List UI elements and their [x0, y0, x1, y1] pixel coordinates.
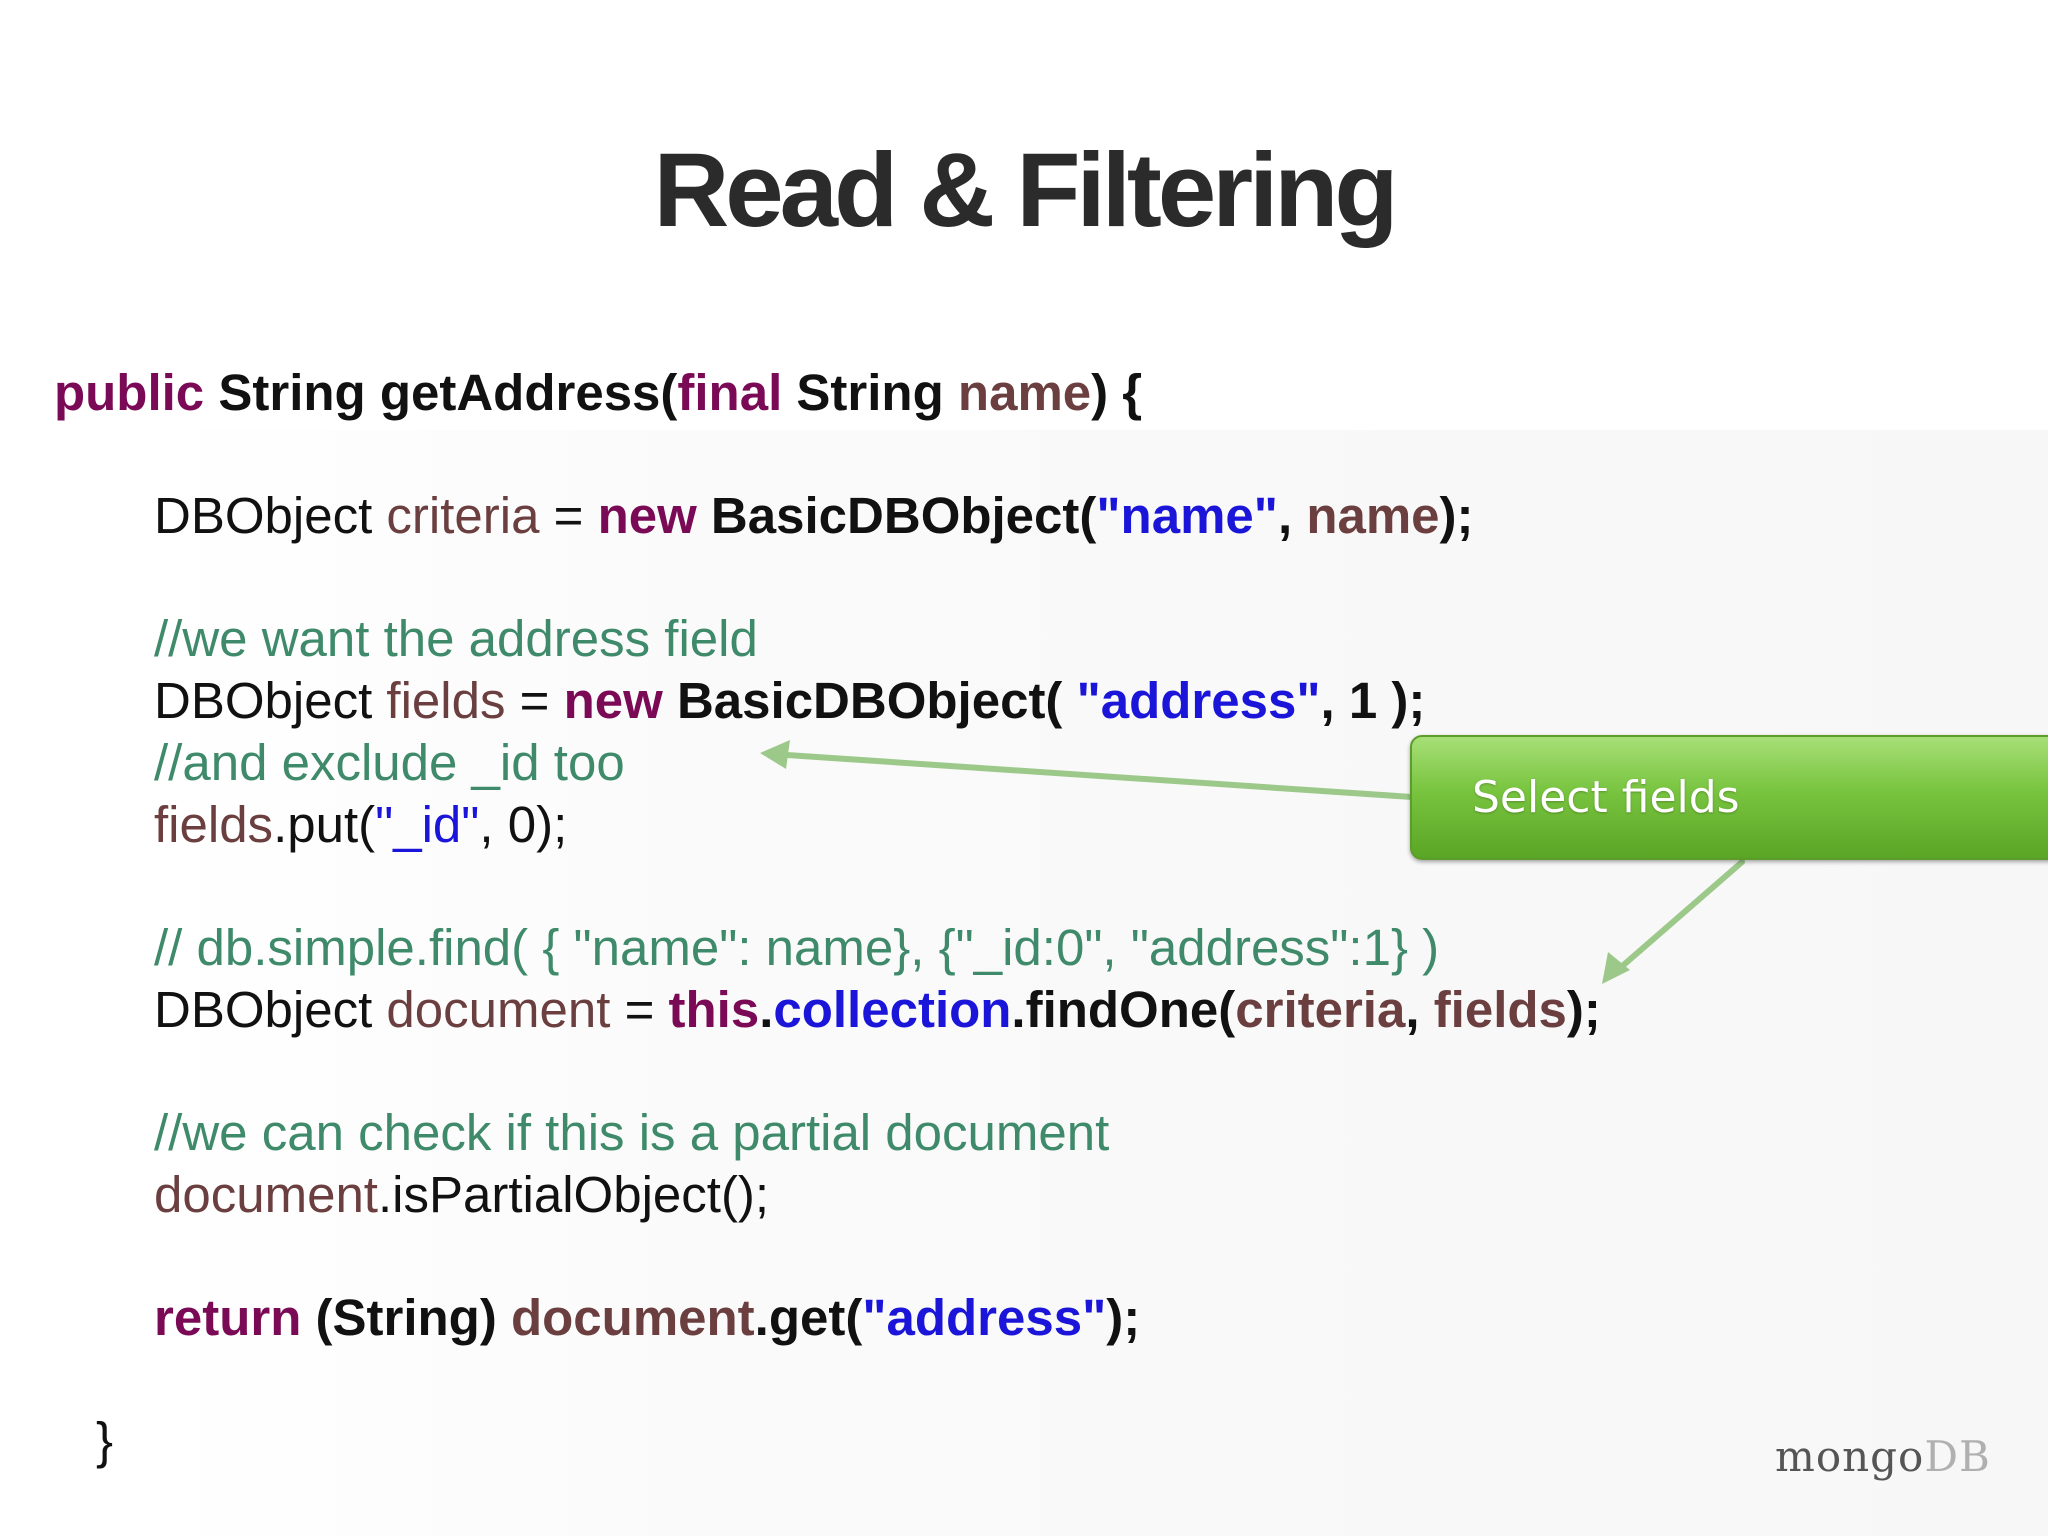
method-ispartial: .isPartialObject();: [377, 1166, 770, 1223]
slide-title: Read & Filtering: [653, 132, 1398, 249]
string-literal: "_id": [375, 796, 480, 853]
ctor-call: BasicDBObject(: [662, 672, 1077, 729]
arg-fields: fields: [1433, 981, 1567, 1038]
line-end: , 1 );: [1320, 672, 1426, 729]
var-document: document: [154, 1166, 378, 1223]
var-criteria: criteria: [386, 487, 540, 544]
code-background: [150, 430, 2048, 1536]
var-fields: fields: [386, 672, 506, 729]
line-end: );: [1439, 487, 1474, 544]
keyword-final: final: [677, 364, 783, 421]
type-dbobject: DBObject: [154, 672, 387, 729]
keyword-public: public: [54, 364, 205, 421]
arg-name: name: [1306, 487, 1440, 544]
keyword-new: new: [563, 672, 663, 729]
line-end: );: [1566, 981, 1601, 1038]
code-line-criteria: DBObject criteria = new BasicDBObject("n…: [154, 485, 1474, 547]
method-findone: .findOne(: [1011, 981, 1236, 1038]
code-line-return: return (String) document.get("address");: [154, 1287, 1140, 1349]
arg-criteria: criteria: [1235, 981, 1406, 1038]
field-collection: collection: [773, 981, 1012, 1038]
code-comment-address-field: //we want the address field: [154, 610, 758, 667]
code-comment-exclude-id: //and exclude _id too: [154, 734, 625, 791]
var-document: document: [511, 1289, 755, 1346]
comma: ,: [1277, 487, 1307, 544]
cast-string: (String): [301, 1289, 511, 1346]
keyword-new: new: [597, 487, 697, 544]
type-dbobject: DBObject: [154, 981, 387, 1038]
code-line-findone: DBObject document = this.collection.find…: [154, 979, 1601, 1041]
code-closing-brace: }: [96, 1412, 114, 1469]
code-line-ispartial: document.isPartialObject();: [154, 1164, 769, 1226]
dot: .: [759, 981, 774, 1038]
assign-op: =: [539, 487, 598, 544]
line-end: );: [1106, 1289, 1141, 1346]
code-line-signature: public String getAddress(final String na…: [54, 362, 1142, 424]
comma: ,: [1405, 981, 1434, 1038]
assign-op: =: [505, 672, 564, 729]
line-end: , 0);: [479, 796, 568, 853]
type-string: String: [204, 364, 380, 421]
ctor-call: BasicDBObject(: [696, 487, 1097, 544]
method-name: getAddress(: [379, 364, 678, 421]
string-literal: "address": [1076, 672, 1321, 729]
logo-mongo: mongo: [1775, 1432, 1925, 1481]
string-literal: "address": [862, 1289, 1107, 1346]
method-get: .get(: [754, 1289, 863, 1346]
code-line-fields: DBObject fields = new BasicDBObject( "ad…: [154, 670, 1425, 732]
select-fields-callout: Select fields: [1410, 735, 2048, 860]
param-name: name: [957, 364, 1092, 421]
assign-op: =: [610, 981, 669, 1038]
code-line-put: fields.put("_id", 0);: [154, 794, 567, 856]
code-comment-find: // db.simple.find( { "name": name}, {"_i…: [154, 919, 1440, 976]
keyword-return: return: [154, 1289, 302, 1346]
logo-db: DB: [1924, 1432, 1991, 1481]
callout-label: Select fields: [1472, 772, 1740, 823]
keyword-this: this: [668, 981, 760, 1038]
var-fields: fields: [154, 796, 274, 853]
mongodb-logo: mongoDB: [1775, 1432, 1991, 1481]
type-dbobject: DBObject: [154, 487, 387, 544]
string-literal: "name": [1096, 487, 1278, 544]
code-comment-partial: //we can check if this is a partial docu…: [154, 1104, 1110, 1161]
signature-end: ) {: [1091, 364, 1143, 421]
var-document: document: [386, 981, 611, 1038]
method-put: .put(: [273, 796, 376, 853]
param-type: String: [782, 364, 958, 421]
